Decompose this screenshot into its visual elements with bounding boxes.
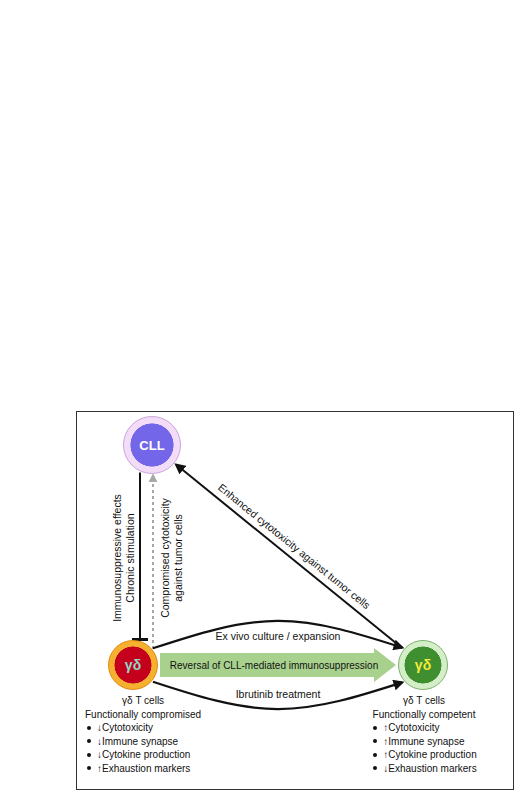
bullet-dot bbox=[373, 726, 377, 730]
cell-caption: γδ T cellsFunctionally compromised↓Cytot… bbox=[85, 694, 201, 775]
bullet-item: ↓Cytotoxicity bbox=[85, 721, 201, 735]
bullet-item: ↑Cytokine production bbox=[371, 748, 476, 762]
bullet-item: ↑Cytotoxicity bbox=[371, 721, 476, 735]
dotted-arrow bbox=[152, 475, 154, 649]
tumor-cell: CLL bbox=[123, 416, 181, 474]
cell-caption: γδ T cellsFunctionally competent↑Cytotox… bbox=[371, 694, 476, 775]
feature-text: ↓Cytokine production bbox=[97, 748, 190, 762]
feature-text: ↓Exhaustion markers bbox=[383, 762, 476, 776]
node-label: CLL bbox=[139, 439, 164, 452]
bullet-dot bbox=[373, 739, 377, 743]
cell-type-label: γδ T cells bbox=[85, 694, 201, 708]
cell-state-heading: Functionally competent bbox=[371, 708, 476, 722]
node-label: γδ bbox=[415, 658, 431, 672]
edge-label: Enhanced cytotoxicity against tumor cell… bbox=[215, 481, 372, 612]
edge-label: Immunosuppressive effects Chronic stimul… bbox=[111, 478, 137, 638]
feature-text: ↑Immune synapse bbox=[383, 735, 464, 749]
bullet-dot bbox=[373, 753, 377, 757]
feature-text: ↑Exhaustion markers bbox=[97, 762, 190, 776]
bullet-item: ↓Cytokine production bbox=[85, 748, 201, 762]
cell-type-label: γδ T cells bbox=[371, 694, 476, 708]
t-cell-competent: γδγδ T cellsFunctionally competent↑Cytot… bbox=[398, 640, 448, 690]
bullet-item: ↓Immune synapse bbox=[85, 735, 201, 749]
bullet-dot bbox=[87, 753, 91, 757]
node-label: γδ bbox=[125, 658, 141, 672]
curved-arrow bbox=[153, 682, 402, 709]
edge-label: Compromised cytotoxicity against tumor c… bbox=[159, 483, 185, 633]
bullet-item: ↓Exhaustion markers bbox=[371, 762, 476, 776]
feature-text: ↑Cytotoxicity bbox=[383, 721, 439, 735]
cell-state-heading: Functionally compromised bbox=[85, 708, 201, 722]
broad-arrow bbox=[160, 648, 396, 682]
feature-text: ↑Cytokine production bbox=[383, 748, 476, 762]
bullet-dot bbox=[87, 726, 91, 730]
feature-text: ↓Cytotoxicity bbox=[97, 721, 153, 735]
t-cell-compromised: γδγδ T cellsFunctionally compromised↓Cyt… bbox=[108, 640, 158, 690]
edge-label: Reversal of CLL-mediated immunosuppressi… bbox=[170, 659, 378, 672]
bullet-dot bbox=[373, 766, 377, 770]
edge-label: Ex vivo culture / expansion bbox=[216, 630, 341, 643]
feature-text: ↓Immune synapse bbox=[97, 735, 178, 749]
figure-frame bbox=[77, 412, 514, 790]
curved-arrow bbox=[153, 621, 402, 648]
inhibition-line bbox=[139, 472, 141, 640]
bullet-dot bbox=[87, 739, 91, 743]
edge-label: Ibrutinib treatment bbox=[236, 688, 321, 701]
bullet-item: ↑Exhaustion markers bbox=[85, 762, 201, 776]
bullet-dot bbox=[87, 766, 91, 770]
bullet-item: ↑Immune synapse bbox=[371, 735, 476, 749]
